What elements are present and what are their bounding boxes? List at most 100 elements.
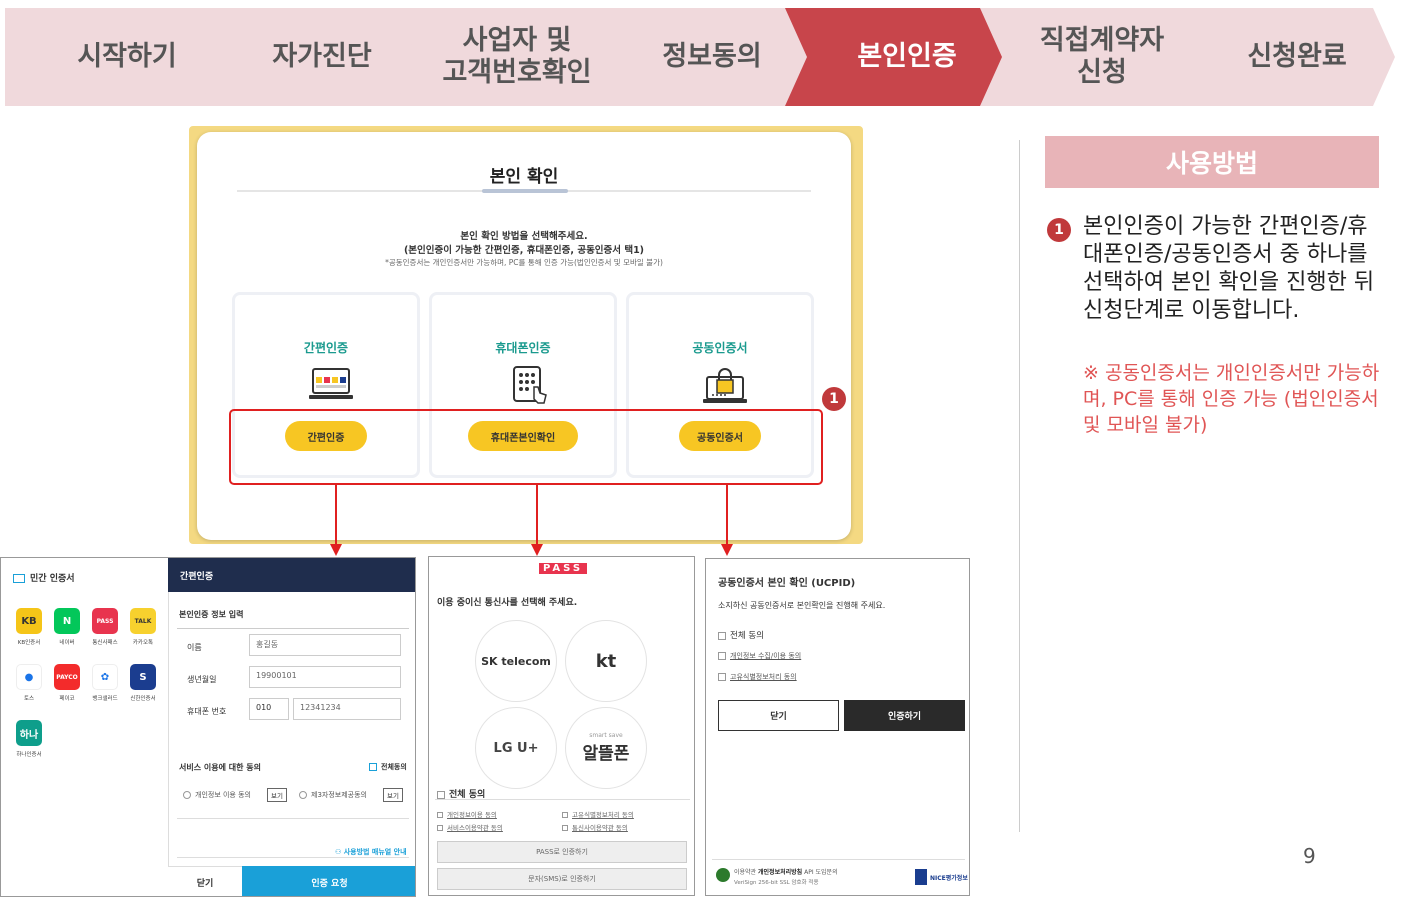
- birth-input[interactable]: 19900101: [249, 666, 401, 688]
- verify-instruction: 본인 확인 방법을 선택해주세요.: [460, 231, 588, 242]
- cert-footer-links[interactable]: 이용약관 개인정보처리방침 API 도입문의: [734, 869, 838, 876]
- simple-auth-panel: 민간 인증서 간편인증 본인인증 정보 입력 이름 홍길동 생년월일 19900…: [0, 557, 416, 897]
- pass-panel: PASS 이용 중이신 통신사를 선택해 주세요. SK telecom kt …: [428, 556, 695, 896]
- laptop-apps-icon: [309, 368, 353, 399]
- nice-logo: NICE평가정보: [930, 875, 968, 882]
- provider-label: 토스: [23, 696, 35, 702]
- kt-icon[interactable]: kt: [565, 620, 647, 702]
- payco-icon[interactable]: PAYCO: [54, 664, 80, 690]
- step-7: 신청완료: [1175, 8, 1397, 106]
- title-underline: [482, 189, 568, 193]
- phone-input[interactable]: 12341234: [293, 698, 401, 720]
- name-label: 이름: [187, 643, 202, 652]
- keypad-touch-icon: [513, 366, 547, 404]
- kb-icon[interactable]: KB: [16, 608, 42, 634]
- verify-options-hint: (본인인증이 가능한 간편인증, 휴대폰인증, 공동인증서 택1): [403, 245, 645, 256]
- toss-icon[interactable]: ●: [16, 664, 42, 690]
- step-4: 정보동의: [590, 8, 812, 106]
- provider-label: KB인증서: [17, 640, 41, 646]
- howto-description: 본인인증이 가능한 간편인증/휴대폰인증/공동인증서 중 하나를 선택하여 본인…: [1083, 214, 1375, 323]
- carrier-prompt: 이용 중이신 통신사를 선택해 주세요.: [437, 598, 578, 608]
- mvno-tag: smart save: [589, 732, 623, 739]
- cert-panel: 공동인증서 본인 확인 (UCPID) 소지하신 공동인증서로 본인확인을 진행…: [705, 558, 970, 896]
- consent-item[interactable]: 개인정보 이용 동의: [183, 790, 251, 800]
- option-label: 공동인증서: [692, 341, 748, 355]
- step-5: 본인인증: [785, 8, 1007, 106]
- mvno-icon[interactable]: smart save 알뜰폰: [565, 707, 647, 789]
- cert-agree-item[interactable]: 고유식별정보처리 동의: [718, 672, 797, 682]
- simple-auth-header: 간편인증: [168, 558, 415, 592]
- sms-auth-button[interactable]: 문자(SMS)로 인증하기: [437, 868, 687, 890]
- shinhan-icon[interactable]: S: [130, 664, 156, 690]
- kakao-icon[interactable]: TALK: [130, 608, 156, 634]
- cert-close-button[interactable]: 닫기: [718, 700, 839, 731]
- cert-footer-ssl: VeriSign 256-bit SSL 암호화 적용: [734, 880, 819, 886]
- consent-title: 서비스 이용에 대한 동의: [179, 763, 261, 772]
- form-section-title: 본인인증 정보 입력: [179, 610, 244, 619]
- shield-icon: [716, 868, 730, 882]
- phone-auth-button[interactable]: 휴대폰본인확인: [468, 421, 578, 451]
- phone-prefix-select[interactable]: 010: [249, 698, 289, 720]
- highlight-box: [229, 409, 823, 485]
- mvno-label: 알뜰폰: [582, 744, 630, 764]
- person-icon: ⚇: [335, 848, 344, 856]
- view-button[interactable]: 보기: [267, 788, 287, 802]
- pass-agree-item[interactable]: 고유식별정보처리 동의: [562, 809, 634, 819]
- provider-label: 신한인증서: [130, 696, 156, 702]
- naver-icon[interactable]: N: [54, 608, 80, 634]
- phone-label: 휴대폰 번호: [187, 707, 227, 716]
- provider-label: 뱅크샐러드: [92, 696, 118, 702]
- provider-label: 카카오톡: [132, 640, 154, 646]
- simple-auth-form: 본인인증 정보 입력 이름 홍길동 생년월일 19900101 휴대폰 번호 0…: [168, 592, 415, 896]
- option-simple-auth[interactable]: 간편인증 간편인증: [232, 292, 420, 478]
- nice-logo-icon: [915, 869, 927, 885]
- step-2: 자가진단: [200, 8, 422, 106]
- howto-note: ※ 공동인증서는 개인인증서만 가능하며, PC를 통해 인증 가능 (법인인증…: [1083, 362, 1380, 436]
- pass-auth-button[interactable]: PASS로 인증하기: [437, 841, 687, 863]
- lgu-icon[interactable]: LG U+: [475, 707, 557, 789]
- verify-cert-note: *공동인증서는 개인인증서만 가능하며, PC를 통해 인증 가능(법인인증서 …: [385, 258, 663, 267]
- provider-label: 네이버: [59, 640, 75, 646]
- step-1: 시작하기: [5, 8, 227, 106]
- close-button[interactable]: 닫기: [168, 866, 242, 896]
- lock-certificate-icon: [703, 368, 747, 403]
- banksalad-icon[interactable]: ✿: [92, 664, 118, 690]
- provider-label: 통신사패스: [92, 640, 118, 646]
- pass-icon[interactable]: PASS: [92, 608, 118, 634]
- certificate-icon: [13, 574, 25, 583]
- option-label: 휴대폰인증: [495, 341, 551, 355]
- cert-auth-button[interactable]: 공동인증서: [679, 421, 761, 451]
- cert-agree-item[interactable]: 개인정보 수집/이용 동의: [718, 651, 801, 661]
- cert-agree-all[interactable]: 전체 동의: [718, 629, 764, 641]
- guide-link[interactable]: ⚇ 사용방법 매뉴얼 안내: [335, 848, 407, 856]
- divider: [1019, 140, 1020, 832]
- birth-label: 생년월일: [187, 675, 217, 684]
- page-number: 9: [1303, 844, 1316, 868]
- hana-icon[interactable]: 하나: [16, 720, 42, 746]
- pass-agree-item[interactable]: 통신사이용약관 동의: [562, 822, 628, 832]
- pass-agree-item[interactable]: 개인정보이용 동의: [437, 809, 497, 819]
- view-button[interactable]: 보기: [383, 788, 403, 802]
- cert-desc: 소지하신 공동인증서로 본인확인을 진행해 주세요.: [718, 601, 886, 610]
- cert-confirm-button[interactable]: 인증하기: [844, 700, 965, 731]
- verify-card-title: 본인 확인: [489, 167, 559, 187]
- consent-item[interactable]: 제3자정보제공동의: [299, 790, 367, 800]
- simple-auth-button[interactable]: 간편인증: [285, 421, 367, 451]
- option-phone-auth[interactable]: 휴대폰인증 휴대폰본인확인: [429, 292, 617, 478]
- consent-all-checkbox[interactable]: 전체동의: [369, 762, 407, 772]
- cert-title: 공동인증서 본인 확인 (UCPID): [718, 578, 856, 589]
- option-label: 간편인증: [303, 341, 349, 355]
- howto-title: 사용방법: [1045, 136, 1379, 188]
- option-cert-auth[interactable]: 공동인증서 공동인증서: [626, 292, 814, 478]
- request-auth-button[interactable]: 인증 요청: [242, 866, 415, 896]
- skt-icon[interactable]: SK telecom: [475, 620, 557, 702]
- verify-card: 본인 확인 본인 확인 방법을 선택해주세요. (본인인증이 가능한 간편인증,…: [189, 126, 863, 544]
- pass-agree-item[interactable]: 서비스이용약관 동의: [437, 822, 503, 832]
- provider-label: 하나인증서: [16, 752, 42, 758]
- pass-agree-all[interactable]: 전체 동의: [437, 787, 485, 800]
- sidebar-title: 민간 인증서: [13, 571, 75, 584]
- verify-card-inner: 본인 확인 본인 확인 방법을 선택해주세요. (본인인증이 가능한 간편인증,…: [197, 132, 851, 540]
- name-input[interactable]: 홍길동: [249, 634, 401, 656]
- step-6: 직접계약자 신청: [980, 8, 1202, 106]
